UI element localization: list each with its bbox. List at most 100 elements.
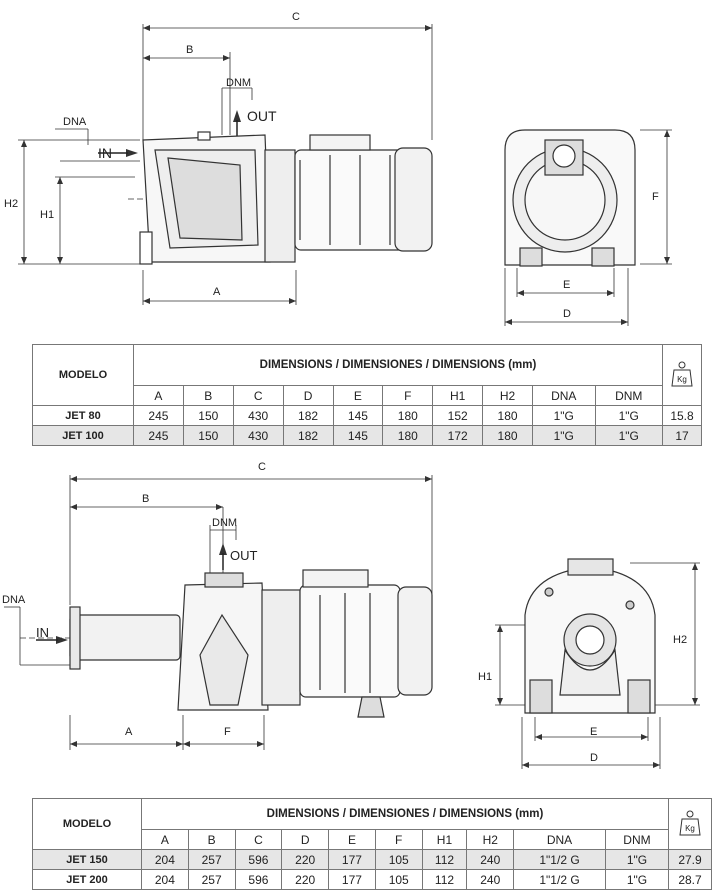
pump-end-view (504, 129, 636, 267)
col-c: C (232, 385, 284, 406)
dimensions-header: DIMENSIONS / DIMENSIONES / DIMENSIONS (m… (133, 344, 663, 386)
cell: 180 (482, 425, 533, 446)
pump-end-view (524, 558, 656, 714)
cell: 220 (281, 849, 330, 870)
col-a: A (141, 829, 189, 850)
cell: 257 (187, 869, 236, 890)
col-e: E (332, 385, 384, 406)
label-out: OUT (230, 548, 258, 563)
label-c: C (292, 11, 300, 23)
cell: 240 (466, 849, 515, 870)
label-h2: H2 (4, 198, 18, 210)
label-e: E (590, 726, 597, 738)
label-f: F (652, 191, 659, 203)
cell: 105 (374, 849, 423, 870)
cell: 145 (332, 405, 384, 426)
pump-side-view (69, 569, 433, 718)
weight-icon: Kg (671, 361, 693, 386)
label-dnm: DNM (212, 517, 237, 529)
cell: 1"1/2 G (513, 869, 606, 890)
cell: 180 (482, 405, 533, 426)
cell: 240 (466, 869, 515, 890)
label-d: D (590, 752, 598, 764)
col-h2: H2 (466, 829, 515, 850)
model-header: MODELO (32, 344, 134, 406)
cell: 112 (421, 849, 468, 870)
cell: 150 (182, 405, 234, 426)
cell: 145 (332, 425, 384, 446)
col-c: C (234, 829, 283, 850)
row-model: JET 100 (32, 425, 134, 446)
svg-text:Kg: Kg (685, 824, 695, 833)
cell: 596 (234, 869, 283, 890)
cell: 182 (282, 425, 334, 446)
cell: 245 (133, 405, 184, 426)
row-model: JET 80 (32, 405, 134, 426)
col-dna: DNA (513, 829, 606, 850)
label-f: F (224, 726, 231, 738)
label-b: B (186, 44, 193, 56)
col-b: B (182, 385, 234, 406)
col-f: F (374, 829, 423, 850)
label-b: B (142, 493, 149, 505)
col-d: D (282, 385, 334, 406)
model-header: MODELO (32, 798, 142, 850)
col-h1: H1 (432, 385, 484, 406)
cell: 596 (234, 849, 283, 870)
cell: 1"G (594, 405, 663, 426)
cell: 182 (282, 405, 334, 426)
weight-cell: 15.8 (662, 405, 702, 426)
label-in: IN (98, 145, 112, 161)
cell: 204 (141, 869, 189, 890)
label-in: IN (36, 625, 49, 640)
cell: 180 (382, 405, 434, 426)
label-h1: H1 (478, 671, 492, 683)
label-dna: DNA (2, 594, 26, 606)
table-row: JET 80 245 150 430 182 145 180 152 180 1… (32, 405, 702, 426)
cell: 177 (328, 869, 376, 890)
cell: 204 (141, 849, 189, 870)
cell: 177 (328, 849, 376, 870)
svg-text:Kg: Kg (677, 375, 687, 384)
cell: 105 (374, 869, 423, 890)
label-dna: DNA (63, 116, 87, 128)
col-dnm: DNM (594, 385, 663, 406)
cell: 150 (182, 425, 234, 446)
cell: 430 (232, 425, 284, 446)
col-dna: DNA (532, 385, 596, 406)
col-d: D (281, 829, 330, 850)
weight-cell: 28.7 (668, 869, 712, 890)
label-a: A (213, 286, 221, 298)
cell: 220 (281, 869, 330, 890)
label-out: OUT (247, 108, 277, 124)
weight-header: Kg (662, 344, 702, 406)
pump-drawing-jet80-100: C B DNM OUT DNA IN H2 H1 A F E D (0, 0, 720, 335)
cell: 1"G (532, 405, 596, 426)
label-d: D (563, 308, 571, 320)
pump-drawing-jet150-200: C B DNM OUT DNA IN A F H2 H1 E D (0, 455, 720, 795)
col-h2: H2 (482, 385, 533, 406)
weight-header: Kg (668, 798, 712, 850)
cell: 172 (432, 425, 484, 446)
label-dnm: DNM (226, 77, 251, 89)
label-a: A (125, 726, 133, 738)
row-model: JET 200 (32, 869, 142, 890)
col-f: F (382, 385, 434, 406)
cell: 112 (421, 869, 468, 890)
dimensions-header: DIMENSIONS / DIMENSIONES / DIMENSIONS (m… (141, 798, 669, 830)
table-row: JET 100 245 150 430 182 145 180 172 180 … (32, 425, 702, 446)
col-dnm: DNM (604, 829, 670, 850)
col-a: A (133, 385, 184, 406)
row-model: JET 150 (32, 849, 142, 870)
label-e: E (563, 279, 570, 291)
weight-cell: 17 (662, 425, 702, 446)
dimensions-table-2: MODELO DIMENSIONS / DIMENSIONES / DIMENS… (32, 798, 712, 890)
weight-cell: 27.9 (668, 849, 712, 870)
col-b: B (187, 829, 236, 850)
cell: 430 (232, 405, 284, 426)
col-h1: H1 (421, 829, 468, 850)
cell: 1"G (532, 425, 596, 446)
label-c: C (258, 461, 266, 473)
dimensions-table-1: MODELO DIMENSIONS / DIMENSIONES / DIMENS… (32, 344, 702, 446)
weight-icon: Kg (679, 810, 701, 835)
